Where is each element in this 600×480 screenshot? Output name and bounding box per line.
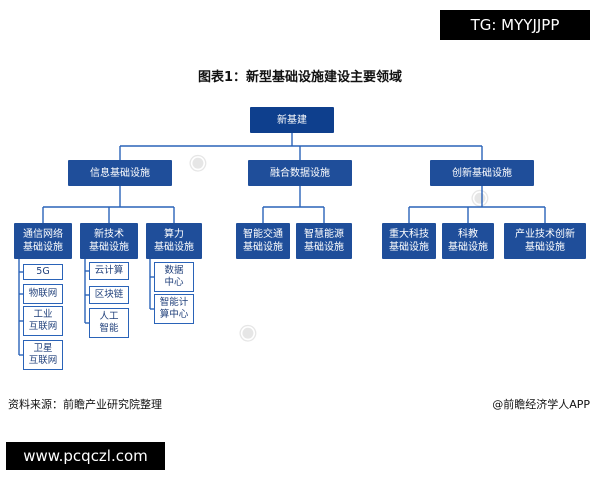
category-node: 信息基础设施	[68, 160, 172, 186]
subcategory-node: 科教 基础设施	[442, 223, 494, 259]
leaf-node: 云计算	[89, 262, 129, 280]
brand-credit: @前瞻经济学人APP	[492, 398, 590, 411]
subcategory-node: 智能交通 基础设施	[236, 223, 290, 259]
subcategory-node: 通信网络 基础设施	[14, 223, 72, 259]
subcategory-node: 智慧能源 基础设施	[296, 223, 352, 259]
leaf-node: 卫星 互联网	[23, 340, 63, 370]
leaf-node: 物联网	[23, 284, 63, 304]
subcategory-node: 算力 基础设施	[146, 223, 202, 259]
leaf-node: 数据 中心	[154, 262, 194, 292]
leaf-node: 智能计 算中心	[154, 294, 194, 324]
leaf-node: 区块链	[89, 286, 129, 304]
root-node: 新基建	[250, 107, 334, 133]
category-node: 融合数据设施	[248, 160, 352, 186]
subcategory-node: 产业技术创新 基础设施	[504, 223, 586, 259]
leaf-node: 人工 智能	[89, 308, 129, 338]
overlay-tag: TG: MYYJJPP	[440, 10, 590, 40]
leaf-node: 5G	[23, 264, 63, 280]
overlay-url: www.pcqczl.com	[6, 442, 165, 470]
category-node: 创新基础设施	[430, 160, 534, 186]
figure-title: 图表1：新型基础设施建设主要领域	[197, 70, 403, 85]
source-note: 资料来源：前瞻产业研究院整理	[8, 398, 162, 411]
subcategory-node: 重大科技 基础设施	[382, 223, 436, 259]
subcategory-node: 新技术 基础设施	[80, 223, 138, 259]
leaf-node: 工业 互联网	[23, 306, 63, 336]
